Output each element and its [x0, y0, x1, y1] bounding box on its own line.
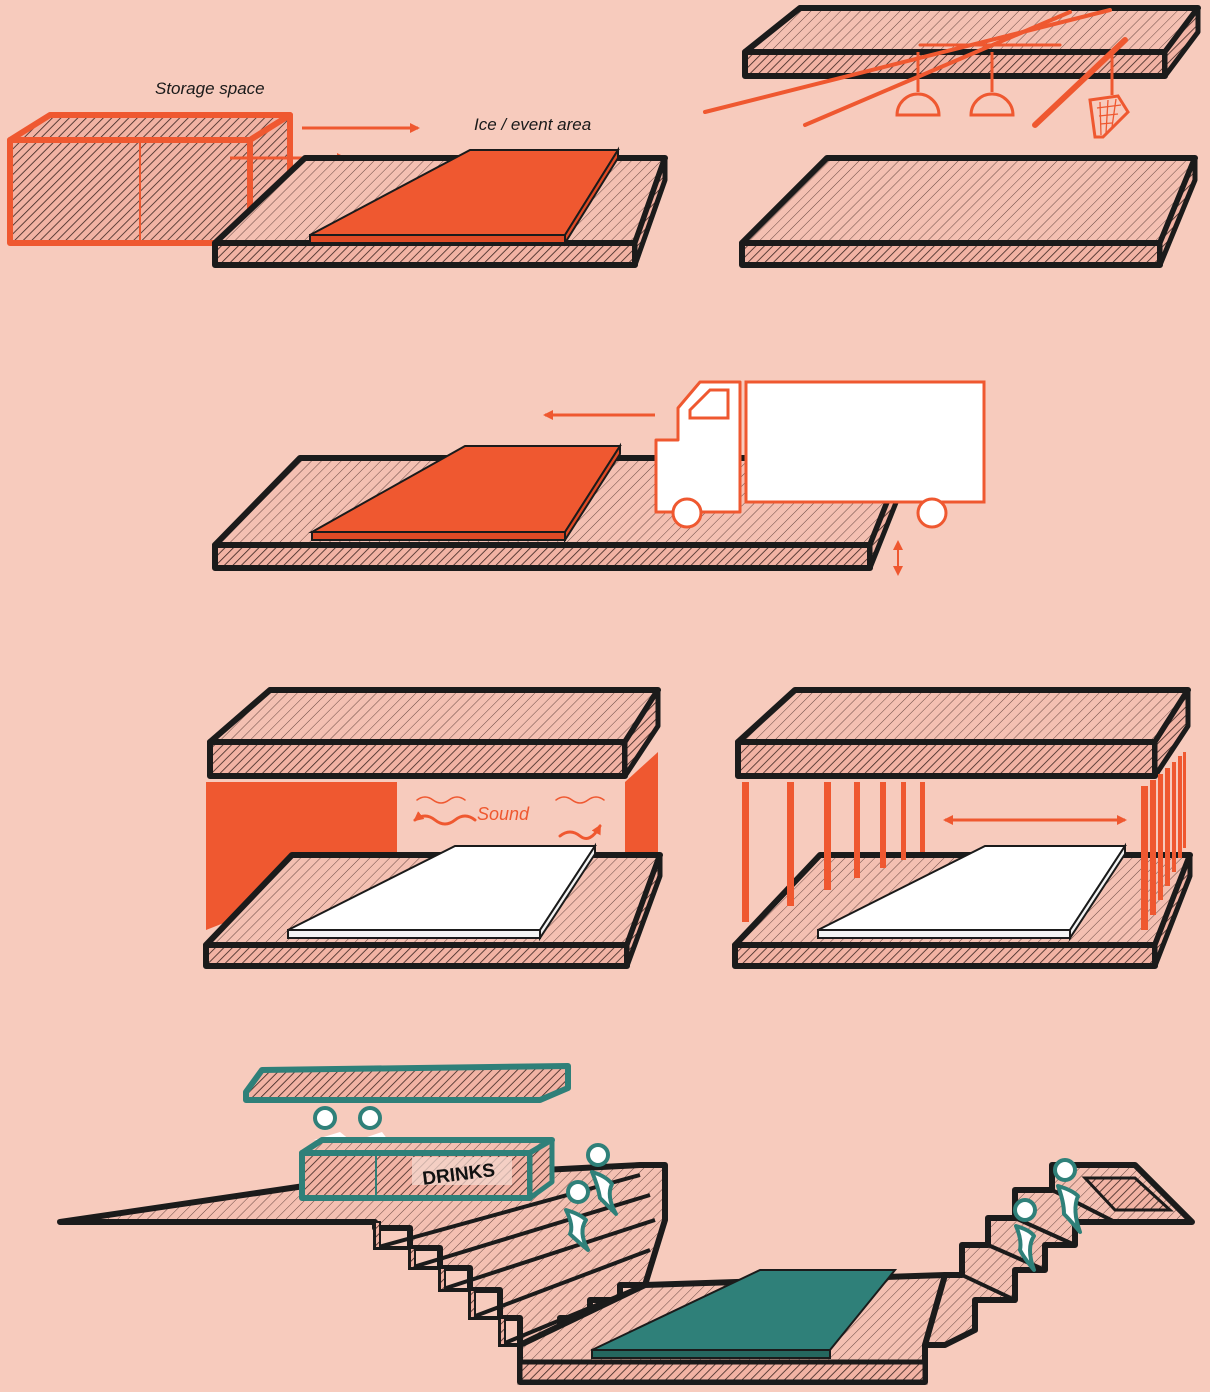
ceiling-slab: [210, 690, 658, 776]
storage-space-label: Storage space: [155, 79, 265, 98]
panel-rigging: [705, 8, 1198, 265]
bartender-figures: [314, 1108, 388, 1140]
floor-slab: [742, 158, 1195, 265]
panel-movable-partitions: [735, 690, 1190, 966]
bar-canopy: [246, 1066, 568, 1100]
sound-label: Sound: [477, 804, 530, 824]
panel-sound-walls: Sound: [206, 690, 660, 966]
panel-amphitheatre: DRINKS: [60, 1066, 1192, 1382]
panel-truck-loading: [215, 382, 984, 574]
panel-storage-to-ice: Storage space Ice / event area: [10, 79, 665, 265]
ceiling-slab: [738, 690, 1188, 776]
ceiling-slab: [745, 8, 1198, 76]
ice-event-area-label: Ice / event area: [474, 115, 591, 134]
drinks-bar: DRINKS: [302, 1140, 552, 1198]
